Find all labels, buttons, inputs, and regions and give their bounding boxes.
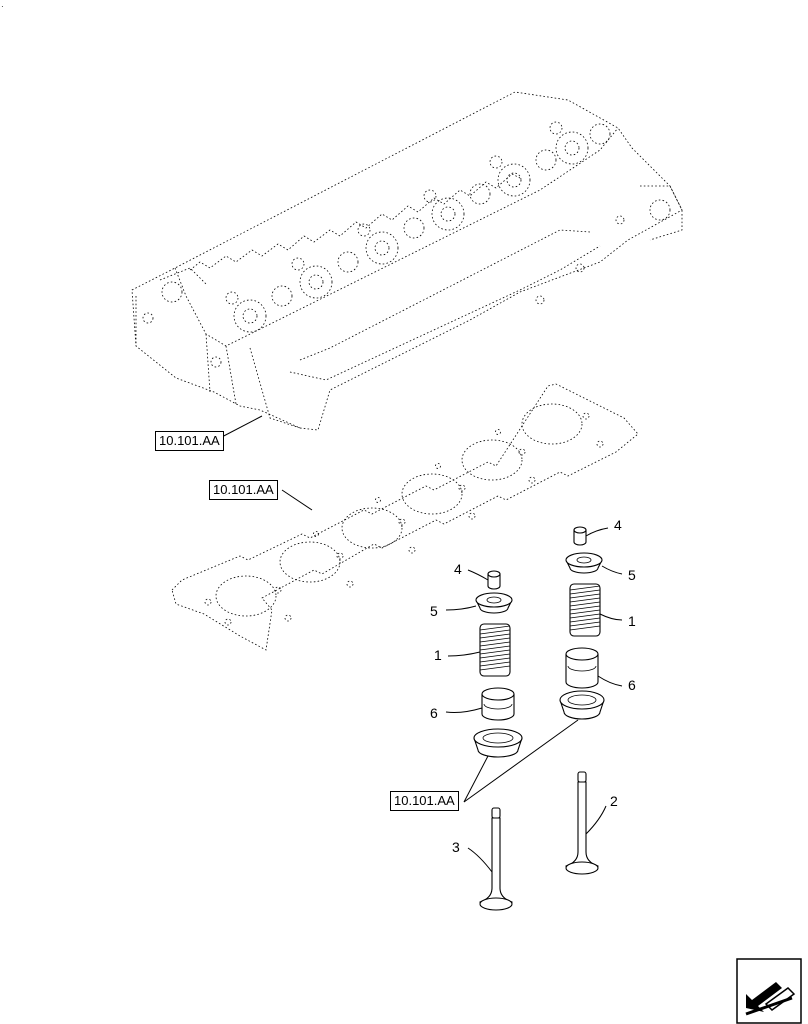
head-cylinder-2 [291,251,359,299]
next-page-arrow-icon[interactable] [736,958,802,1024]
reference-valve-seats[interactable]: 10.101.AA [390,791,459,811]
valve-guide-seal-right [565,647,599,689]
reference-head-gasket[interactable]: 10.101.AA [209,480,278,500]
valve-spring-left [479,623,511,677]
exploded-parts-diagram: 4 5 1 6 2 4 [131,91,683,911]
valve-seat-insert-right [559,690,605,720]
callout-6-right: 6 [628,677,636,693]
head-cylinder-6 [549,121,611,165]
head-cylinder-4 [423,183,491,231]
head-cylinder-5 [489,149,557,197]
callout-6-left: 6 [430,705,438,721]
spring-retainer-left [475,592,513,614]
exhaust-valve [565,771,599,875]
valve-cotter-right [573,526,587,546]
callout-3: 3 [452,839,460,855]
intake-valve [479,807,513,911]
callout-1-left: 1 [434,647,442,663]
reference-cylinder-head[interactable]: 10.101.AA [155,431,224,451]
callout-4-right: 4 [614,517,622,533]
valve-seat-leader-right [463,719,579,803]
callout-5-right: 5 [628,567,636,583]
head-gasket [171,383,639,651]
head-cylinder-1 [225,285,293,333]
valve-seat-leader-left [463,755,489,803]
valve-seat-insert-left [473,728,523,758]
valve-guide-seal-left [481,687,515,721]
callout-2: 2 [610,793,618,809]
valve-spring-right [569,583,601,637]
head-gasket-leader [281,489,313,511]
spring-retainer-right [565,552,603,574]
callout-4-left: 4 [454,561,462,577]
corner-mark: · [1,2,4,11]
valve-cotter-left [487,570,501,590]
callout-1-right: 1 [628,613,636,629]
callout-5-left: 5 [430,603,438,619]
cylinder-head [131,91,683,431]
head-cylinder-3 [357,217,425,265]
